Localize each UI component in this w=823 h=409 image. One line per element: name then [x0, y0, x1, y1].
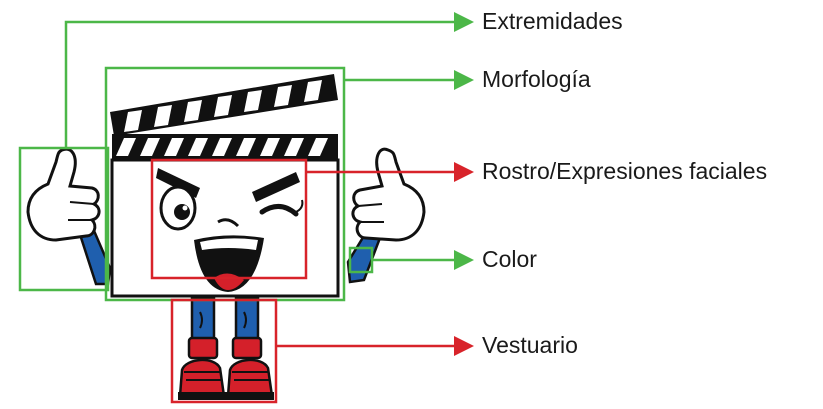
left-sock — [189, 338, 217, 358]
right-leg — [236, 298, 258, 340]
left-thumbs-up-icon — [28, 149, 99, 240]
label-extremidades: Extremidades — [482, 10, 623, 33]
label-morfologia: Morfología — [482, 68, 591, 91]
label-color: Color — [482, 248, 537, 271]
clapper-bottom-bar — [112, 134, 338, 160]
vestuario-arrowhead — [454, 336, 474, 356]
extremidades-arrowhead — [454, 12, 474, 32]
right-sock — [233, 338, 261, 358]
mascot-illustration — [28, 74, 424, 400]
label-rostro: Rostro/Expresiones faciales — [482, 160, 767, 183]
left-sneaker-icon — [178, 360, 226, 400]
right-thumbs-up-icon — [353, 149, 424, 240]
label-vestuario: Vestuario — [482, 334, 578, 357]
morfologia-arrowhead — [454, 70, 474, 90]
right-sneaker-icon — [226, 360, 274, 400]
color-arrowhead — [454, 250, 474, 270]
clapper-top-stick — [110, 74, 338, 136]
rostro-arrowhead — [454, 162, 474, 182]
left-leg — [192, 298, 214, 340]
